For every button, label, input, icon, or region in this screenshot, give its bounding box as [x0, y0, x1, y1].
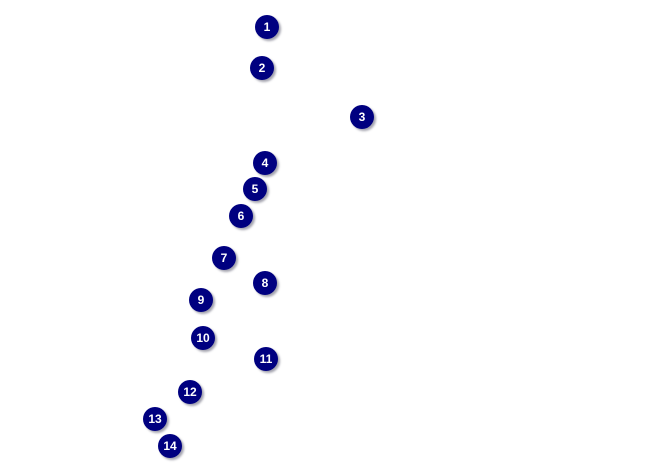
- marker-3[interactable]: 3: [350, 105, 374, 129]
- marker-14[interactable]: 14: [158, 434, 182, 458]
- marker-10[interactable]: 10: [191, 326, 215, 350]
- marker-7[interactable]: 7: [212, 246, 236, 270]
- marker-11[interactable]: 11: [254, 347, 278, 371]
- marker-label: 7: [220, 251, 228, 265]
- marker-4[interactable]: 4: [253, 151, 277, 175]
- marker-label: 3: [358, 110, 366, 124]
- marker-label: 1: [263, 20, 271, 34]
- marker-label: 13: [148, 412, 162, 426]
- marker-label: 8: [261, 276, 269, 290]
- marker-12[interactable]: 12: [178, 380, 202, 404]
- marker-label: 2: [258, 61, 266, 75]
- marker-8[interactable]: 8: [253, 271, 277, 295]
- marker-5[interactable]: 5: [243, 177, 267, 201]
- marker-label: 14: [163, 439, 177, 453]
- marker-label: 10: [196, 331, 210, 345]
- marker-label: 9: [197, 293, 205, 307]
- marker-1[interactable]: 1: [255, 15, 279, 39]
- marker-label: 12: [183, 385, 197, 399]
- marker-label: 11: [259, 352, 273, 366]
- marker-label: 4: [261, 156, 269, 170]
- marker-9[interactable]: 9: [189, 288, 213, 312]
- marker-label: 6: [237, 209, 245, 223]
- marker-label: 5: [251, 182, 259, 196]
- marker-13[interactable]: 13: [143, 407, 167, 431]
- marker-6[interactable]: 6: [229, 204, 253, 228]
- marker-2[interactable]: 2: [250, 56, 274, 80]
